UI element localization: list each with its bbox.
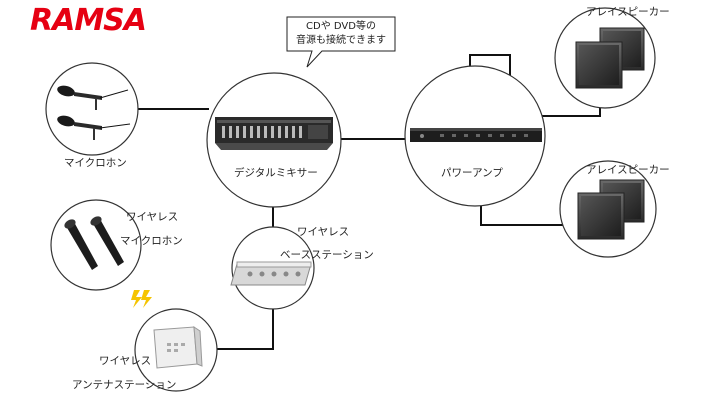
power-amp-icon [410,128,542,142]
wireless-mic-label-2: マイクロホン [120,235,183,247]
speaker-top-node [554,7,656,109]
wireless-mic-label-1: ワイヤレス [126,211,179,223]
mixer-icon [215,117,333,150]
speaker-icon [575,27,645,89]
callout-line-2: 音源も接続できます [296,35,386,46]
base-station-label-1: ワイヤレス [297,226,350,238]
power-amp-label: パワーアンプ [441,167,503,179]
mixer-label: デジタルミキサー [234,167,318,179]
wireless-microphone-icon [64,216,124,270]
microphone-node [45,62,139,156]
antenna-station-node [134,308,218,392]
line-amp-speaker-bottom [480,200,580,226]
line-base-antenna [212,308,274,350]
power-amp-node [404,65,546,207]
microphone-label: マイクロホン [64,157,127,169]
mixer-node [206,72,342,208]
speaker-bottom-label: アレイスピーカー [586,164,670,176]
antenna-station-label-2: アンテナステーション [72,379,177,391]
callout-line-1: CDや DVD等の [306,21,376,32]
base-station-node [230,226,315,310]
wireless-signal-icon [131,290,152,308]
wireless-mic-node [50,199,142,291]
antenna-station-icon [153,326,203,369]
speaker-icon [577,179,645,240]
ramsa-logo: RAMSA [30,3,147,38]
callout-text: CDや DVD等の 音源も接続できます [287,17,395,51]
base-station-label-2: ベースステーション [280,249,374,261]
antenna-station-label-1: ワイヤレス [99,355,152,367]
base-station-icon [230,261,312,286]
callout-bubble [286,16,396,68]
speaker-bottom-node [559,160,657,258]
microphone-icon [57,85,131,140]
speaker-top-label: アレイスピーカー [586,6,670,18]
